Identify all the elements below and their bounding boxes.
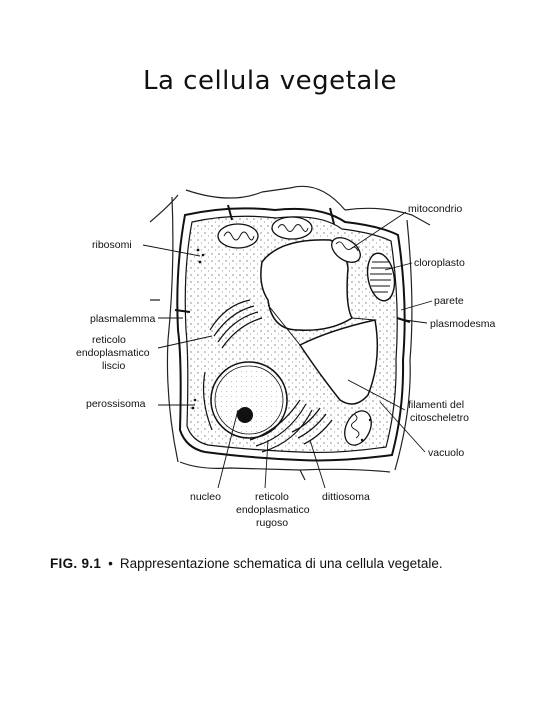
nucleus <box>210 361 288 439</box>
figure-number: FIG. 9.1 <box>50 556 102 571</box>
label-mitocondrio: mitocondrio <box>408 203 462 215</box>
page-title: La cellula vegetale <box>142 66 398 96</box>
dictyosome <box>291 407 333 445</box>
caption-bullet: • <box>108 556 113 571</box>
leader-lines <box>142 211 433 489</box>
smooth-er <box>209 299 263 349</box>
ribosomes <box>191 248 372 442</box>
mitochondria <box>217 216 372 446</box>
label-reticolo-liscio-2: endoplasmatico <box>76 347 150 359</box>
label-plasmodesma: plasmodesma <box>430 318 496 330</box>
label-filamenti-1: filamenti del <box>408 399 464 411</box>
label-cloroplasto: cloroplasto <box>414 257 465 269</box>
label-dittiosoma: dittiosoma <box>322 491 370 503</box>
label-reticolo-liscio-3: liscio <box>102 360 125 372</box>
neighbor-cell-walls <box>149 185 431 481</box>
caption-text: Rappresentazione schematica di una cellu… <box>119 556 443 571</box>
nucleolus <box>237 407 253 423</box>
vacuole <box>260 239 379 405</box>
rough-er <box>202 371 313 453</box>
label-ribosomi: ribosomi <box>92 239 132 251</box>
plasmodesmata <box>174 204 411 323</box>
label-vacuolo: vacuolo <box>428 447 464 459</box>
label-filamenti-2: citoscheletro <box>410 412 469 424</box>
label-reticolo-rugoso-2: endoplasmatico <box>236 504 310 516</box>
label-plasmalemma: plasmalemma <box>90 313 156 325</box>
label-reticolo-liscio-1: reticolo <box>92 334 126 346</box>
label-reticolo-rugoso-1: reticolo <box>255 491 289 503</box>
label-nucleo: nucleo <box>190 491 221 503</box>
label-reticolo-rugoso-3: rugoso <box>256 517 288 529</box>
chloroplast <box>366 252 396 302</box>
figure-caption: FIG. 9.1 • Rappresentazione schematica di … <box>50 556 510 571</box>
label-parete: parete <box>434 295 464 307</box>
label-perossisoma: perossisoma <box>86 398 146 410</box>
